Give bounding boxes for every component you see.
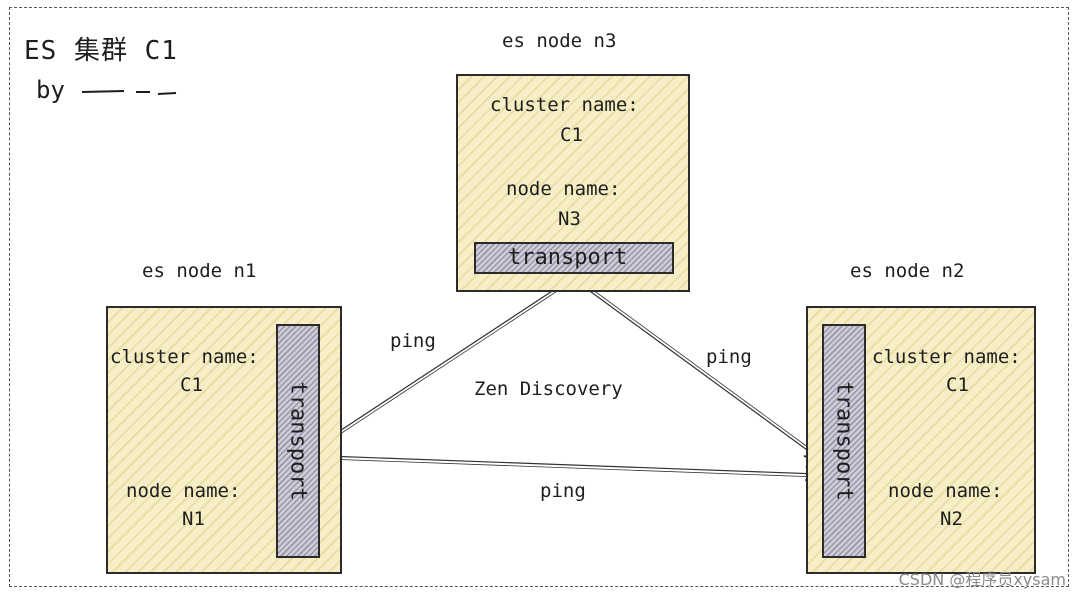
- node-n3-transport-label: transport: [508, 245, 628, 270]
- node-n2-node-label: node name:: [888, 480, 1003, 502]
- edge-n1-n2: [326, 456, 818, 477]
- cluster-title: ES 集群 C1: [24, 36, 178, 66]
- edge-label-zen-discovery: Zen Discovery: [474, 378, 623, 400]
- edge-label-n1-n2: ping: [540, 480, 586, 502]
- edge-label-n3-n2: ping: [706, 346, 752, 368]
- cluster-frame: [9, 7, 1069, 587]
- author-by-label: by: [36, 76, 65, 104]
- edge-n3-n2: [572, 275, 820, 458]
- node-n3-node-value: N3: [558, 208, 581, 230]
- node-n2-cluster-label: cluster name:: [872, 346, 1021, 368]
- edge-n1-n3: [326, 278, 574, 443]
- node-n2-box: cluster name: C1 node name: N2 transport: [806, 306, 1036, 574]
- author-scribble: [81, 90, 177, 95]
- node-n2-node-value: N2: [940, 508, 963, 530]
- node-n1-transport-label: transport: [285, 381, 311, 501]
- node-n3-cluster-value: C1: [560, 124, 583, 146]
- node-n3-transport: transport: [474, 242, 674, 274]
- edge-label-n1-n3: ping: [390, 330, 436, 352]
- node-n1-cluster-label: cluster name:: [110, 346, 259, 368]
- node-n1-box: cluster name: C1 node name: N1 transport: [106, 306, 342, 574]
- node-n3-cluster-label: cluster name:: [490, 94, 639, 116]
- node-n1-transport: transport: [276, 324, 320, 558]
- node-n1-title: es node n1: [142, 260, 257, 282]
- node-n3-box: cluster name: C1 node name: N3 transport: [456, 74, 690, 292]
- node-n2-transport-label: transport: [831, 381, 857, 501]
- node-n2-transport: transport: [822, 324, 866, 558]
- node-n3-title: es node n3: [502, 30, 617, 52]
- node-n1-node-label: node name:: [126, 480, 241, 502]
- node-n1-node-value: N1: [182, 508, 205, 530]
- node-n3-node-label: node name:: [506, 178, 621, 200]
- node-n2-cluster-value: C1: [946, 374, 969, 396]
- watermark: CSDN @程序员xysam: [898, 570, 1066, 589]
- node-n1-cluster-value: C1: [180, 374, 203, 396]
- node-n2-title: es node n2: [850, 260, 965, 282]
